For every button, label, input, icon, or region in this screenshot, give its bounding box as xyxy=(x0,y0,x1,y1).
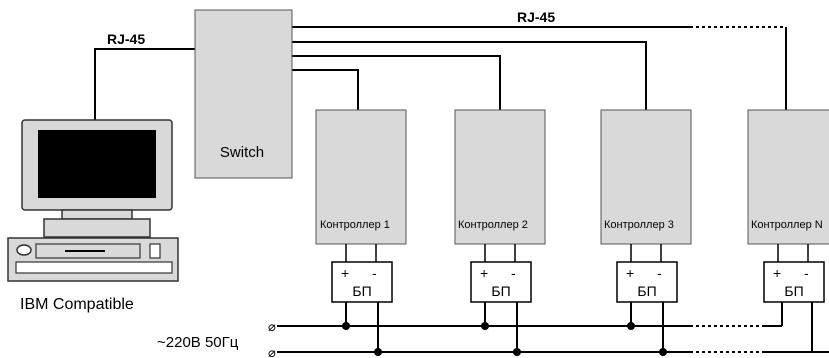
psu-minus: - xyxy=(804,265,809,281)
controller-psu-wires xyxy=(345,244,809,262)
cable-pc-to-switch xyxy=(94,48,195,120)
psu-1: + - БП xyxy=(331,261,393,303)
psu-n: + - БП xyxy=(763,261,825,303)
controller-1: Контроллер 1 xyxy=(315,109,407,245)
controller-label: Контроллер 2 xyxy=(458,219,528,231)
controller-label: Контроллер 3 xyxy=(604,219,674,231)
power-terminal-neutral: ⌀ xyxy=(268,345,276,358)
psu-3: + - БП xyxy=(616,261,678,303)
psu-label: БП xyxy=(784,283,803,299)
psu-label: БП xyxy=(491,283,510,299)
switch-box xyxy=(194,9,293,179)
psu-label: БП xyxy=(352,283,371,299)
psu-minus: - xyxy=(372,265,377,281)
controller-label: Контроллер 1 xyxy=(320,219,390,231)
psu-plus: + xyxy=(626,265,634,281)
psu-minus: - xyxy=(511,265,516,281)
junction-dots xyxy=(342,322,667,356)
switch-label: Switch xyxy=(220,144,264,161)
psu-plus: + xyxy=(480,265,488,281)
network-cables xyxy=(94,26,787,120)
cable-switch-to-controller-2 xyxy=(292,55,501,110)
psu-minus: - xyxy=(657,265,662,281)
power-label: ~220В 50Гц xyxy=(157,334,239,351)
computer-icon xyxy=(7,119,179,282)
psu-plus: + xyxy=(773,265,781,281)
psu-2: + - БП xyxy=(470,261,532,303)
controller-label: Контроллер N xyxy=(751,219,823,231)
cable-switch-to-controller-3 xyxy=(292,41,647,110)
psu-label: БП xyxy=(637,283,656,299)
controller-n: Контроллер N xyxy=(747,109,829,245)
psu-plus: + xyxy=(341,265,349,281)
controller-2: Контроллер 2 xyxy=(454,109,546,245)
cable-label-top: RJ-45 xyxy=(517,9,555,25)
controller-3: Контроллер 3 xyxy=(600,109,692,245)
cable-label-left: RJ-45 xyxy=(107,31,145,47)
computer-label: IBM Compatible xyxy=(20,296,134,313)
power-terminal-phase: ⌀ xyxy=(268,319,276,334)
power-bus-continuation xyxy=(690,325,764,353)
cable-switch-to-controller-1 xyxy=(292,69,359,110)
